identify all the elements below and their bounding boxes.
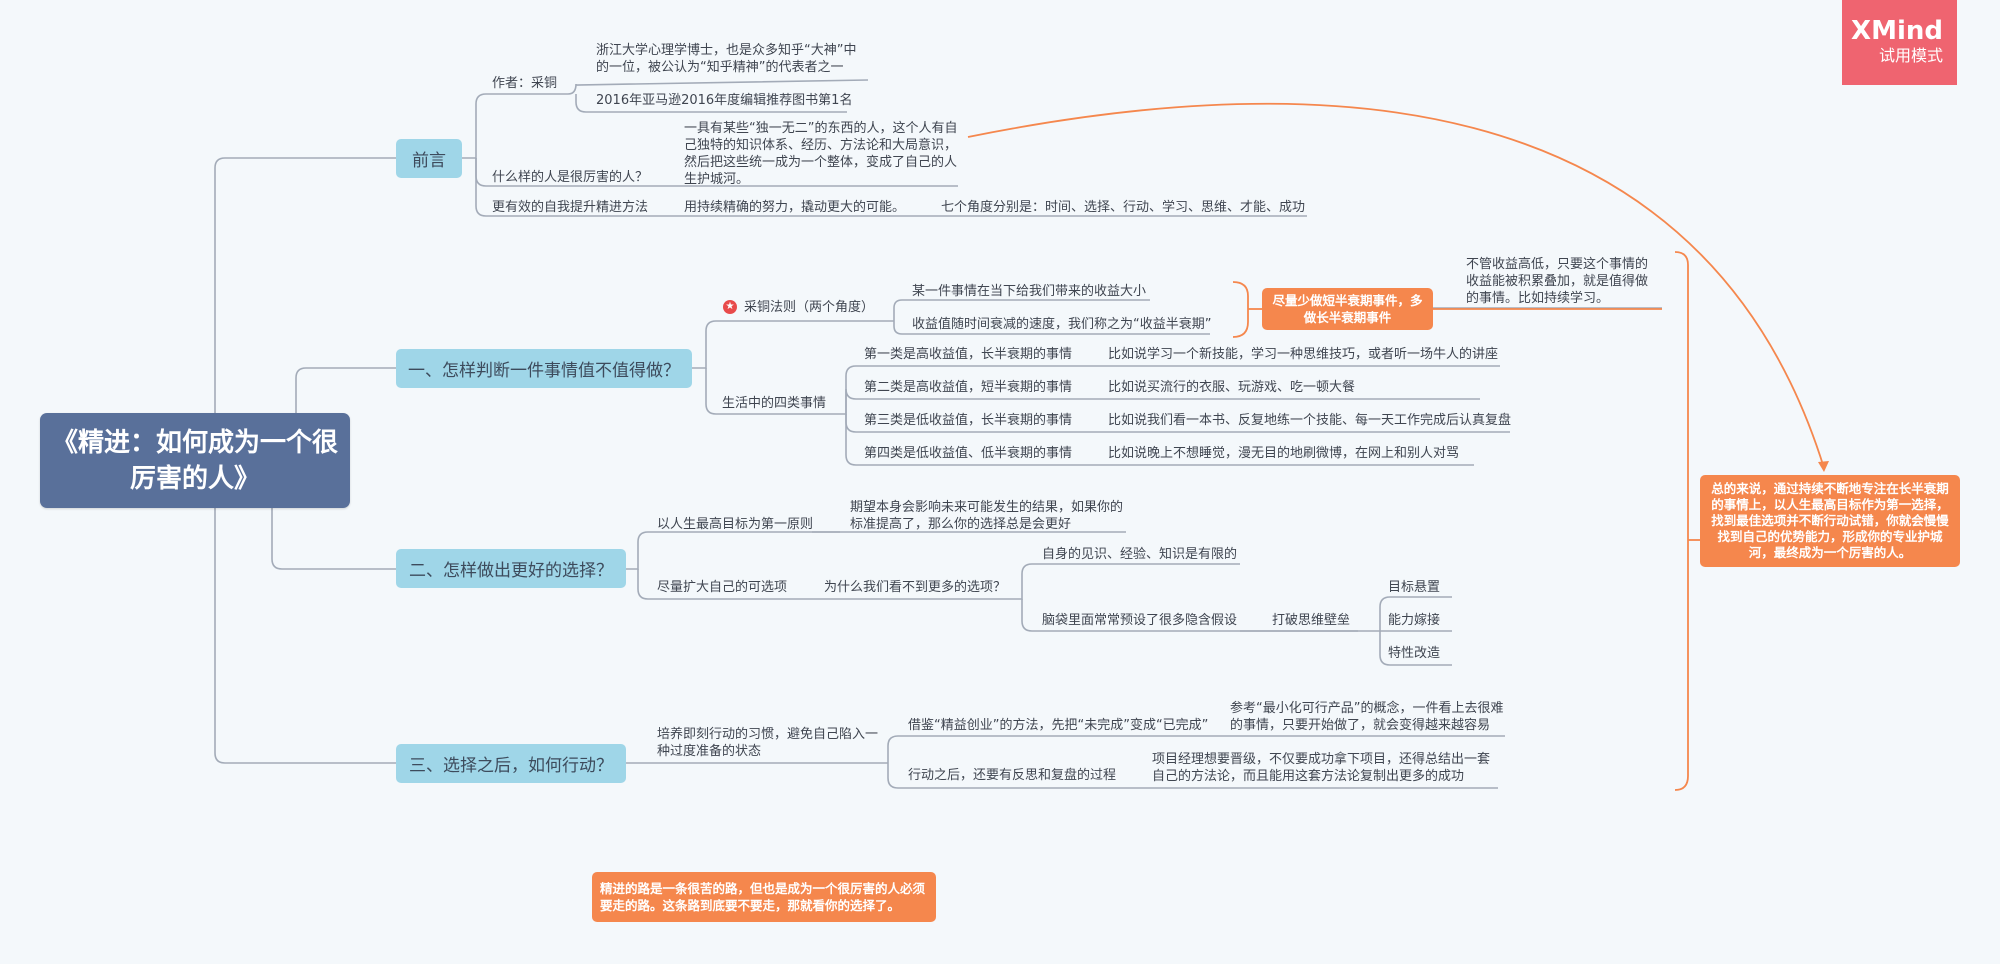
judge-item-4-value[interactable]: 比如说晚上不想睡觉，漫无目的地刷微博，在网上和别人对骂 <box>1108 446 1460 461</box>
judge-item-3-key[interactable]: 第三类是低收益值，长半衰期的事情 <box>864 413 1073 428</box>
footer-callout[interactable]: 精进的路是一条很苦的路，但也是成为一个很厉害的人必须要走的路。这条路到底要不要走… <box>592 872 936 922</box>
judge-item-1-key[interactable]: 第一类是高收益值，长半衰期的事情 <box>864 347 1073 362</box>
act-lean[interactable]: 借鉴“精益创业”的方法，先把“未完成”变成“已完成” <box>908 718 1209 733</box>
act-habit[interactable]: 培养即刻行动的习惯，避免自己陷入一种过度准备的状态 <box>657 727 879 759</box>
judge-rule[interactable]: 采铜法则（两个角度） <box>744 300 875 315</box>
choose-break-item-1[interactable]: 目标悬置 <box>1388 580 1441 595</box>
preface-method[interactable]: 更有效的自我提升精进方法 <box>492 200 649 215</box>
preface-method-detail-1[interactable]: 用持续精确的努力，撬动更大的可能。 <box>684 200 906 215</box>
judge-item-2-key[interactable]: 第二类是高收益值，短半衰期的事情 <box>864 380 1073 395</box>
main-topic-act[interactable]: 三、选择之后，如何行动？ <box>396 744 626 783</box>
star-badge-icon: ★ <box>723 300 737 314</box>
xmind-logo: XMind 试用模式 <box>1842 0 1957 85</box>
judge-item-3-value[interactable]: 比如说我们看一本书、反复地练一个技能、每一天工作完成后认真复盘 <box>1108 413 1512 428</box>
judge-rule-b[interactable]: 收益值随时间衰减的速度，我们称之为“收益半衰期” <box>912 317 1212 332</box>
choose-goal-detail[interactable]: 期望本身会影响未来可能发生的结果，如果你的标准提高了，那么你的选择总是会更好 <box>850 500 1124 532</box>
judge-rule-note[interactable]: 不管收益高低，只要这个事情的收益能被积累叠加，就是值得做的事情。比如持续学习。 <box>1466 257 1649 306</box>
choose-break[interactable]: 打破思维壁垒 <box>1272 613 1351 628</box>
act-review-detail[interactable]: 项目经理想要晋级，不仅要成功拿下项目，还得总结出一套自己的方法论，而且能用这套方… <box>1152 752 1491 784</box>
preface-author[interactable]: 作者：采铜 <box>492 76 558 91</box>
central-topic[interactable]: 《精进：如何成为一个很厉害的人》 <box>40 413 350 508</box>
act-lean-detail[interactable]: 参考“最小化可行产品”的概念，一件看上去很难的事情，只要开始做了，就会变得越来越… <box>1230 701 1504 733</box>
main-topic-preface[interactable]: 前言 <box>396 139 462 178</box>
choose-expand[interactable]: 尽量扩大自己的可选项 <box>657 580 788 595</box>
judge-item-4-key[interactable]: 第四类是低收益值、低半衰期的事情 <box>864 446 1073 461</box>
judge-rule-a[interactable]: 某一件事情在当下给我们带来的收益大小 <box>912 284 1147 299</box>
preface-who[interactable]: 什么样的人是很厉害的人？ <box>492 170 649 185</box>
choose-break-item-3[interactable]: 特性改造 <box>1388 646 1441 661</box>
judge-rule-callout[interactable]: 尽量少做短半衰期事件，多做长半衰期事件 <box>1262 288 1433 330</box>
judge-four[interactable]: 生活中的四类事情 <box>722 396 827 411</box>
main-topic-choose[interactable]: 二、怎样做出更好的选择？ <box>396 549 626 588</box>
logo-name: XMind <box>1851 16 1943 46</box>
choose-why-a[interactable]: 自身的见识、经验、知识是有限的 <box>1042 547 1238 562</box>
logo-mode: 试用模式 <box>1878 46 1943 65</box>
judge-item-2-value[interactable]: 比如说买流行的衣服、玩游戏、吃一顿大餐 <box>1108 380 1356 395</box>
main-topic-judge[interactable]: 一、怎样判断一件事情值不值得做？ <box>396 349 692 388</box>
choose-why[interactable]: 为什么我们看不到更多的选项？ <box>824 580 1007 595</box>
preface-method-detail-2[interactable]: 七个角度分别是：时间、选择、行动、学习、思维、才能、成功 <box>941 200 1306 215</box>
choose-break-item-2[interactable]: 能力嫁接 <box>1388 613 1441 628</box>
choose-why-b[interactable]: 脑袋里面常常预设了很多隐含假设 <box>1042 613 1238 628</box>
preface-who-detail[interactable]: 一具有某些“独一无二”的东西的人，这个人有自己独特的知识体系、经历、方法论和大局… <box>684 121 958 187</box>
summary-callout[interactable]: 总的来说，通过持续不断地专注在长半衰期的事情上，以人生最高目标作为第一选择，找到… <box>1700 475 1960 567</box>
preface-author-detail-2[interactable]: 2016年亚马逊2016年度编辑推荐图书第1名 <box>596 93 853 108</box>
act-review[interactable]: 行动之后，还要有反思和复盘的过程 <box>908 768 1117 783</box>
preface-author-detail-1[interactable]: 浙江大学心理学博士，也是众多知乎“大神”中的一位，被公认为“知乎精神”的代表者之… <box>596 43 857 75</box>
judge-item-1-value[interactable]: 比如说学习一个新技能，学习一种思维技巧，或者听一场牛人的讲座 <box>1108 347 1499 362</box>
choose-goal[interactable]: 以人生最高目标为第一原则 <box>657 517 814 532</box>
